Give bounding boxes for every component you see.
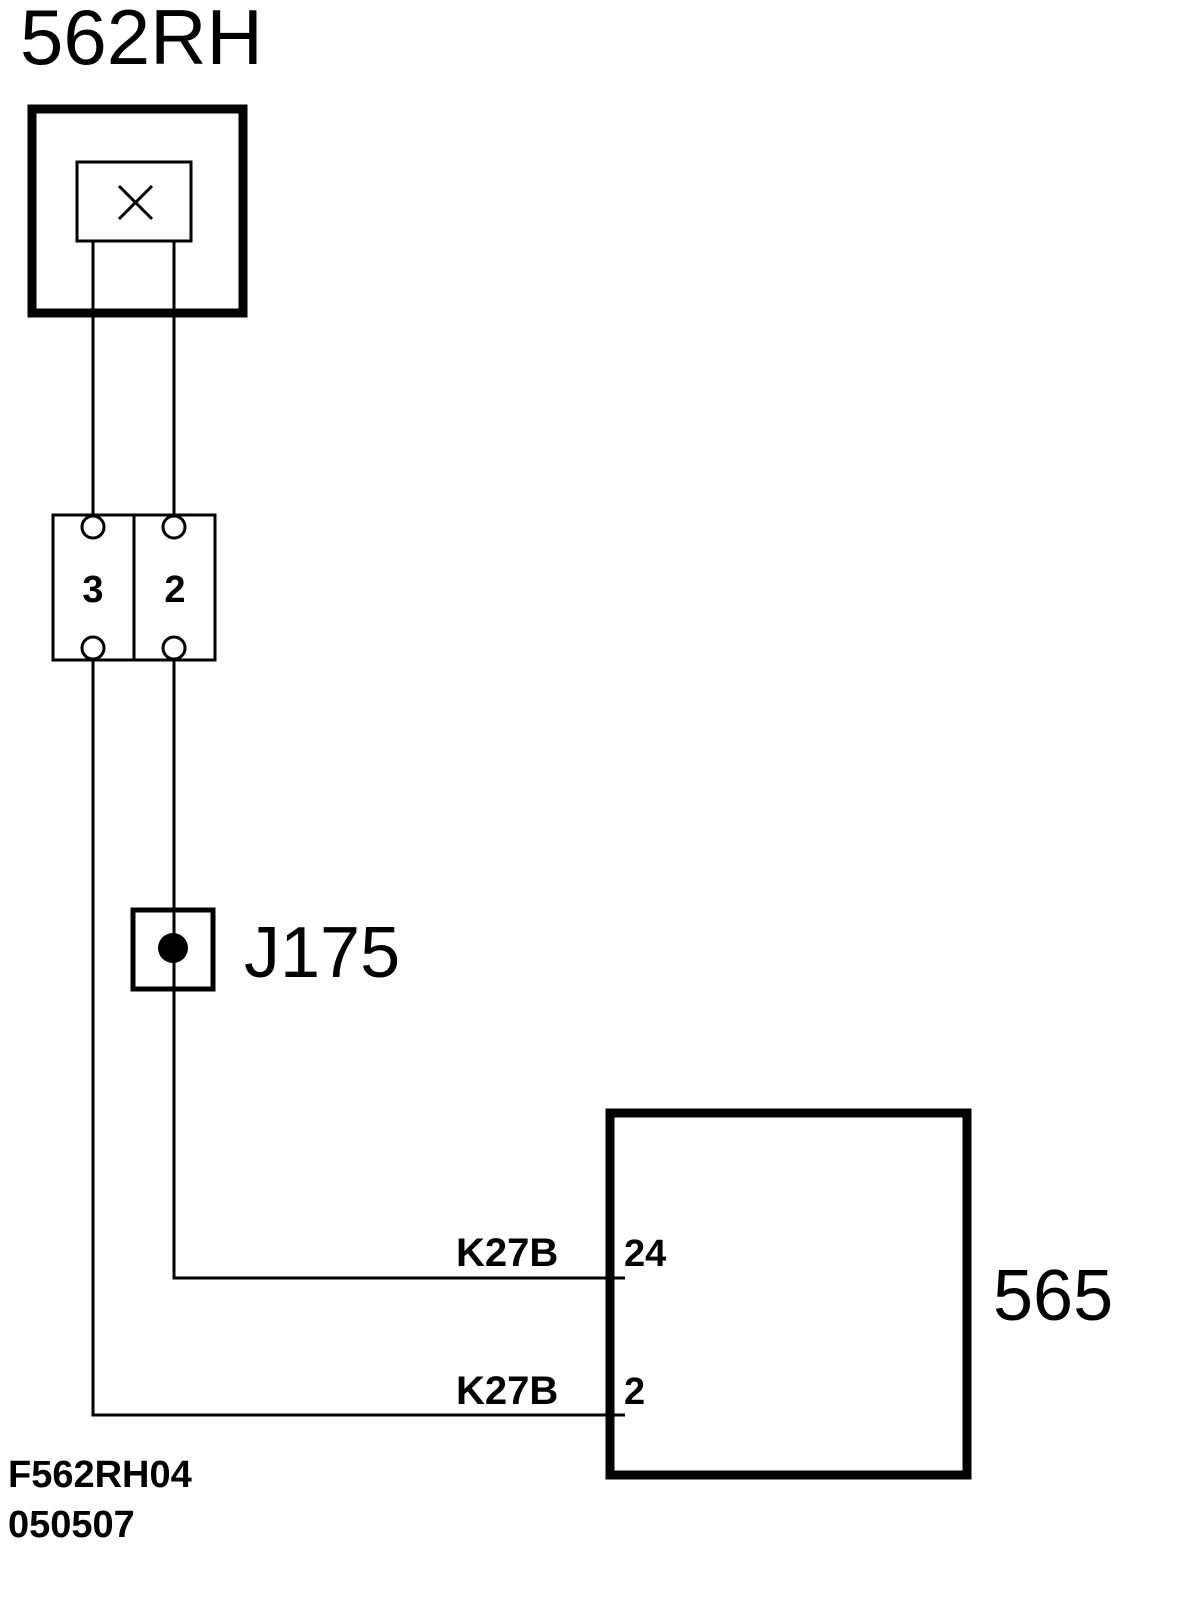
sensor-label: 562RH bbox=[20, 0, 263, 81]
junction-box bbox=[130, 907, 216, 992]
sensor-element bbox=[75, 160, 193, 243]
module-body bbox=[605, 1108, 972, 1480]
connector-pin-label: 3 bbox=[82, 569, 103, 611]
splice-dot-icon bbox=[158, 933, 188, 963]
junction-label: J175 bbox=[244, 913, 400, 993]
module-label: 565 bbox=[993, 1256, 1113, 1336]
circle-contact-icon bbox=[80, 514, 106, 540]
circle-contact-icon bbox=[80, 635, 106, 661]
module-pin-label: 2 bbox=[624, 1371, 645, 1413]
circle-contact-icon bbox=[161, 635, 187, 661]
cross-icon bbox=[117, 184, 154, 221]
connector-pin-label: 2 bbox=[164, 569, 185, 611]
module-pin-label: 24 bbox=[624, 1233, 666, 1275]
diagram-code: F562RH04 bbox=[8, 1454, 192, 1496]
diagram-date: 050507 bbox=[8, 1504, 135, 1546]
wire-code-label: K27B bbox=[456, 1369, 558, 1413]
connector-block: 3 2 bbox=[51, 513, 217, 662]
circle-contact-icon bbox=[161, 514, 187, 540]
sensor-body bbox=[27, 104, 248, 318]
wire-code-label: K27B bbox=[456, 1231, 558, 1275]
